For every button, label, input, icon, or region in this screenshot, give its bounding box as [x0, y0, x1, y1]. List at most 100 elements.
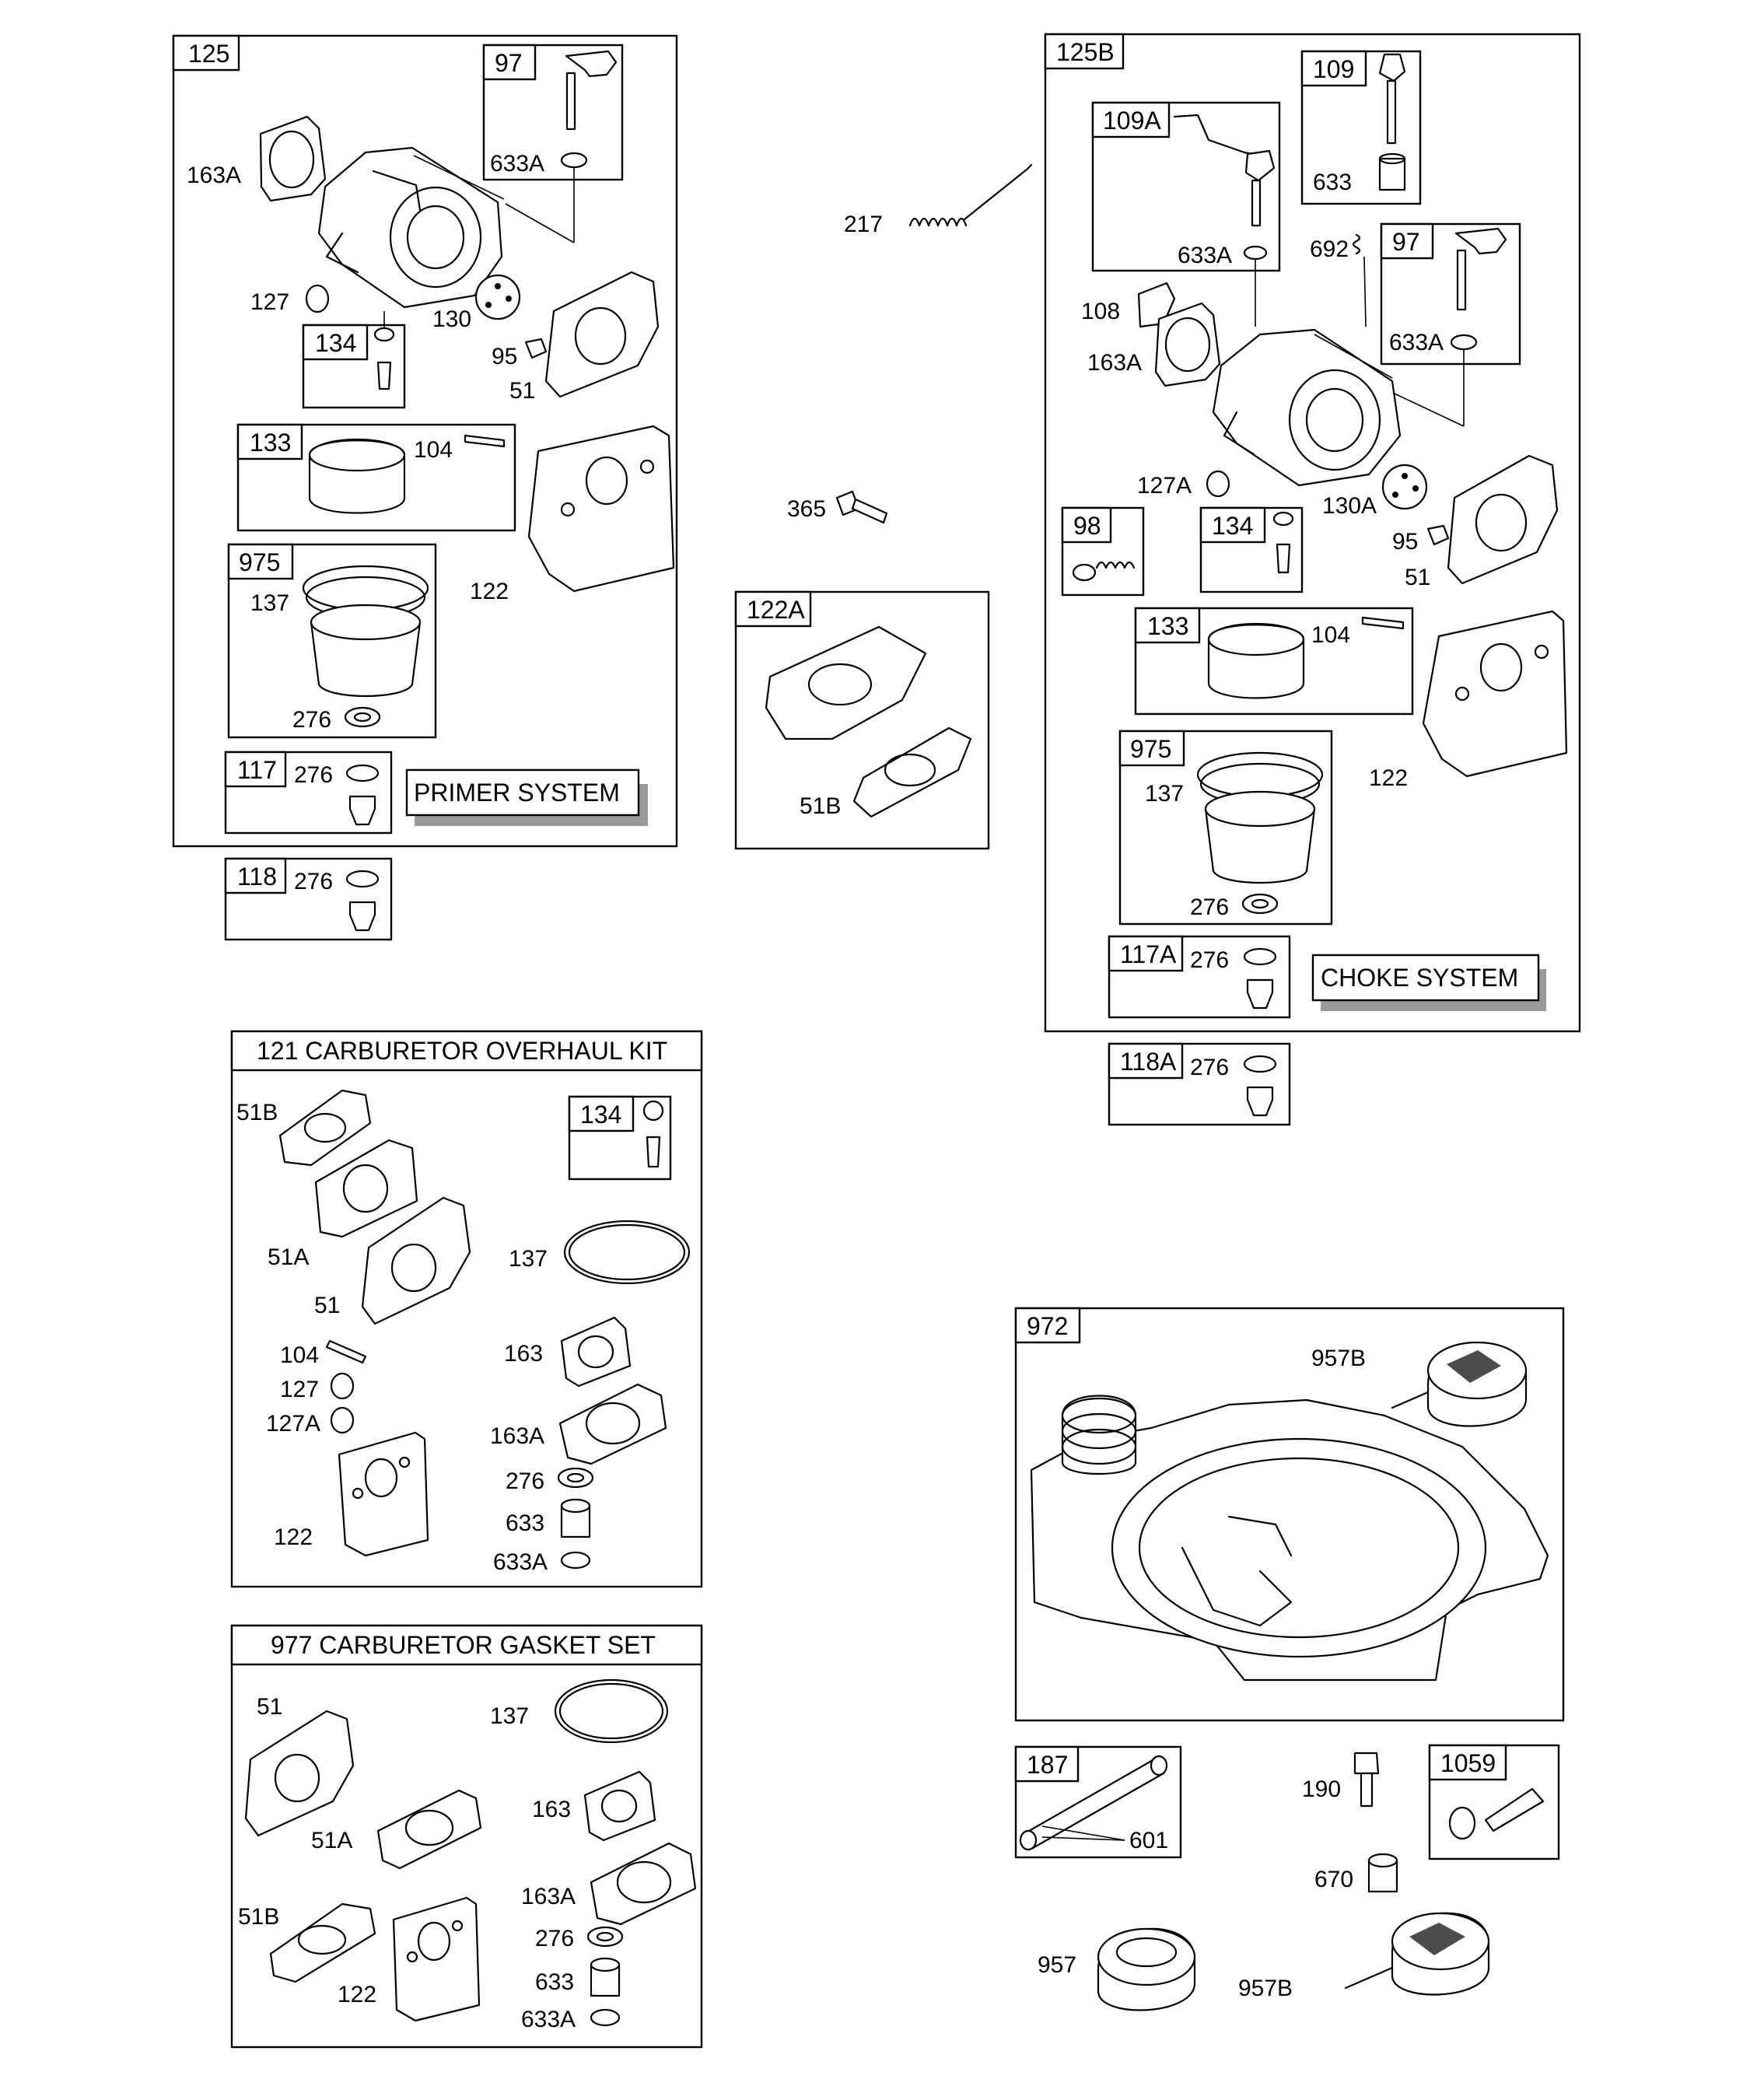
part-137-label: 137: [509, 1246, 548, 1272]
part-98-label: 98: [1073, 512, 1101, 540]
part-51B-label: 51B: [238, 1904, 279, 1930]
spacer-122-icon: [1422, 610, 1568, 778]
part-365-label: 365: [787, 496, 826, 522]
part-97-box[interactable]: [1380, 222, 1521, 366]
o-ring-icon: [1196, 751, 1324, 798]
gasket-51-icon: [544, 271, 660, 398]
group-125-frame: [172, 34, 678, 848]
part-133-label: 133: [1147, 612, 1188, 640]
group-125B-tag[interactable]: [1044, 33, 1125, 70]
part-276-label: 276: [1190, 1055, 1229, 1080]
washer-icon: [557, 1467, 594, 1489]
part-122-label: 122: [1369, 765, 1408, 791]
part-127A-label: 127A: [266, 1411, 320, 1437]
part-109A-box[interactable]: [1091, 101, 1281, 272]
gasket-51-icon: [244, 1710, 355, 1837]
o-ring-icon: [563, 1220, 691, 1285]
part-104-label: 104: [280, 1342, 319, 1368]
gasket-set-title: 977 CARBURETOR GASKET SET: [271, 1631, 656, 1659]
part-276-label: 276: [506, 1468, 544, 1494]
pin-icon: [464, 434, 506, 448]
primer-lever-icon: [565, 50, 618, 78]
part-692-label: 692: [1310, 236, 1349, 262]
part-633-label: 633: [506, 1510, 544, 1536]
middle-parts: 217 365 122A 51B: [734, 163, 1033, 850]
part-51A-label: 51A: [311, 1828, 352, 1853]
gasket-163A-icon: [558, 1383, 667, 1465]
part-276-label: 276: [1190, 947, 1229, 973]
carburetor-overhaul-kit: 121 CARBURETOR OVERHAUL KIT 134 51B 51A …: [230, 1030, 703, 1588]
part-118A-box[interactable]: [1108, 1042, 1291, 1126]
fuel-tank-group: 972 957B: [1014, 1307, 1565, 1722]
overhaul-kit-title: 121 CARBURETOR OVERHAUL KIT: [257, 1037, 667, 1065]
part-127-label: 127: [250, 289, 289, 315]
primer-system-callout: [405, 768, 640, 817]
part-163A-label: 163A: [490, 1423, 544, 1449]
primer-system-text: PRIMER SYSTEM: [414, 779, 620, 807]
gasket-51-icon: [1447, 454, 1559, 585]
part-975-label: 975: [239, 548, 280, 576]
part-104-label: 104: [1311, 622, 1350, 648]
part-122A-box[interactable]: [734, 590, 990, 850]
bolt-icon: [1353, 1752, 1380, 1775]
part-97-box[interactable]: [482, 44, 624, 181]
carb-gasket-icon: [1154, 302, 1221, 387]
needle-valve-icon: [646, 1136, 661, 1168]
screw-icon: [1426, 524, 1450, 546]
part-117A-label: 117A: [1120, 940, 1177, 968]
part-117A-box[interactable]: [1108, 935, 1291, 1019]
diaphragm-icon: [1381, 464, 1428, 510]
diaphragm-icon: [474, 274, 521, 320]
part-118-kit[interactable]: 118 276: [224, 857, 393, 941]
part-187-box[interactable]: [1014, 1745, 1182, 1859]
part-133-box[interactable]: [236, 423, 516, 532]
part-127-label: 127: [280, 1377, 319, 1402]
part-633A-label: 633A: [521, 2007, 576, 2032]
part-163-label: 163: [504, 1341, 543, 1367]
part-133-box[interactable]: [1134, 607, 1414, 716]
part-130A-label: 130A: [1322, 493, 1377, 519]
needle-valve-icon: [376, 361, 392, 390]
part-975-box[interactable]: [227, 543, 437, 739]
part-1059-label: 1059: [1440, 1749, 1496, 1777]
float-bowl-icon: [1204, 807, 1316, 884]
hardware-group: 190 670 1059 957 957B: [1038, 1744, 1560, 2011]
pin-icon: [325, 1339, 367, 1364]
governor-spring-icon: [908, 217, 968, 227]
part-95-label: 95: [1392, 529, 1418, 555]
part-601-label: 601: [1129, 1828, 1168, 1853]
part-975-box[interactable]: [1118, 730, 1333, 926]
part-122-label: 122: [470, 579, 509, 604]
part-104-label: 104: [414, 437, 453, 463]
plug-icon: [330, 1372, 355, 1400]
bowl-nut-icon: [348, 901, 376, 932]
o-ring-icon: [302, 565, 429, 611]
float-bowl-icon: [310, 621, 422, 698]
carb-flange-icon: [389, 186, 482, 289]
part-633A-label: 633A: [1178, 243, 1232, 268]
part-130-label: 130: [432, 306, 471, 332]
group-125-tag[interactable]: [172, 34, 240, 72]
part-118-label: 118: [237, 863, 277, 891]
part-51-label: 51: [257, 1694, 282, 1720]
bolt-icon: [1484, 1787, 1545, 1832]
part-118-box[interactable]: [224, 857, 393, 941]
part-118A-label: 118A: [1120, 1048, 1177, 1076]
fuel-tank-frame[interactable]: [1014, 1307, 1565, 1722]
bowl-nut-icon: [1246, 1086, 1274, 1117]
part-975-label: 975: [1130, 735, 1171, 763]
group-125-primer-carburetor: 125 97 633A 163A 127 130 134 95 51 133 1…: [172, 34, 678, 848]
plug-icon: [1206, 470, 1230, 498]
part-122A-label: 122A: [747, 596, 805, 624]
part-97-label: 97: [1392, 228, 1420, 256]
part-137-label: 137: [1145, 781, 1184, 807]
group-125B-frame: [1044, 33, 1581, 1033]
part-118A-kit[interactable]: 118A 276: [1108, 1042, 1291, 1126]
part-51A-label: 51A: [268, 1244, 309, 1270]
part-117-label: 117: [237, 756, 277, 784]
part-117-box[interactable]: [224, 751, 393, 835]
group-125B-choke-carburetor: 125B 109 633 109A 633A 692 97 633A 108 1…: [1044, 33, 1581, 1033]
part-134-label: 134: [1212, 512, 1253, 540]
plug-icon: [305, 284, 330, 313]
primer-shaft-icon: [565, 72, 576, 131]
